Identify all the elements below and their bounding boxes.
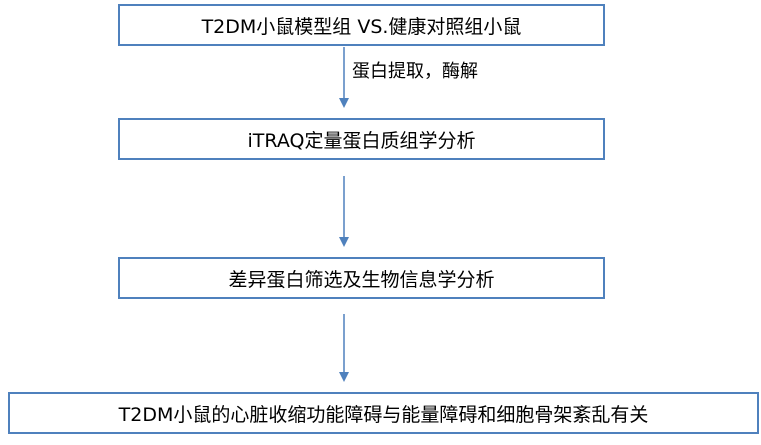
node-label: 差异蛋白筛选及生物信息学分析 [228,268,495,291]
edge-label-protein-extraction: 蛋白提取，酶解 [352,61,478,82]
node-label: iTRAQ定量蛋白质组学分析 [247,129,476,152]
node-label: T2DM小鼠的心脏收缩功能障碍与能量障碍和细胞骨架紊乱有关 [118,403,649,426]
node-t2dm-vs-control: T2DM小鼠模型组 VS.健康对照组小鼠 [118,4,605,46]
node-label: T2DM小鼠模型组 VS.健康对照组小鼠 [201,15,522,38]
node-itraq-analysis: iTRAQ定量蛋白质组学分析 [118,118,605,160]
node-differential-protein-screening: 差异蛋白筛选及生物信息学分析 [118,257,605,299]
node-conclusion: T2DM小鼠的心脏收缩功能障碍与能量障碍和细胞骨架紊乱有关 [8,392,759,434]
